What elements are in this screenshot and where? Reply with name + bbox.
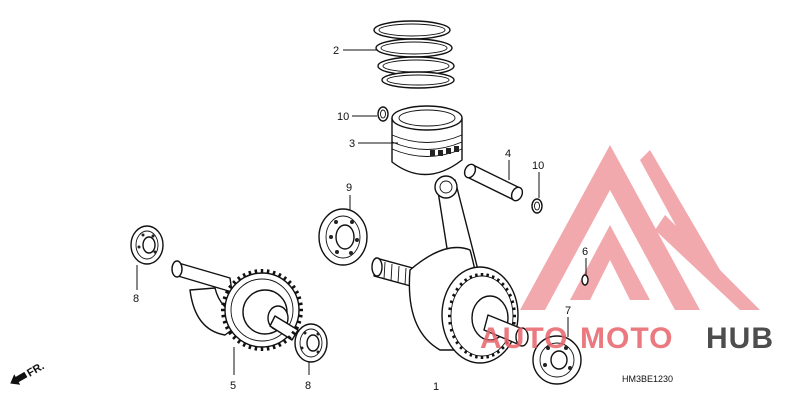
clip-part-6 [581,274,589,286]
callout-2: 2 [333,45,339,57]
callout-1: 1 [433,381,439,393]
piston-rings-part [373,20,455,89]
leader-lines [136,49,587,375]
piston-pin-clip-right [531,198,543,214]
crank-gear-part-5 [171,260,303,351]
callout-10-right: 10 [532,160,544,172]
piston-pin-part [463,163,524,202]
bearing-part-9 [318,208,368,266]
bearing-part-8-lower [294,323,328,363]
callout-10-upper: 10 [337,111,349,123]
bearing-part-8-left [130,225,164,265]
callout-4: 4 [505,148,511,160]
callout-5: 5 [230,380,236,392]
front-indicator: FR. [10,360,46,385]
front-indicator-label: FR. [25,360,46,379]
callout-8-lower: 8 [305,380,311,392]
bearing-part-7 [532,335,582,385]
callout-7: 7 [565,305,571,317]
watermark-logo [520,145,760,310]
piston-pin-clip-upper [377,106,389,122]
callout-3: 3 [349,138,355,150]
diagram-code: HM3BE1230 [622,374,673,384]
piston-part [391,105,463,176]
front-arrow-icon [10,371,28,385]
watermark-text-moto: MOTO [580,322,673,355]
crankshaft-part-1 [371,175,529,364]
watermark-text-auto: AUTO [480,322,568,355]
watermark-text: AUTO MOTO HUB [480,322,774,355]
callout-8-left: 8 [133,293,139,305]
callout-9: 9 [346,182,352,194]
watermark-text-hub: HUB [706,322,774,355]
callout-6: 6 [582,246,588,258]
